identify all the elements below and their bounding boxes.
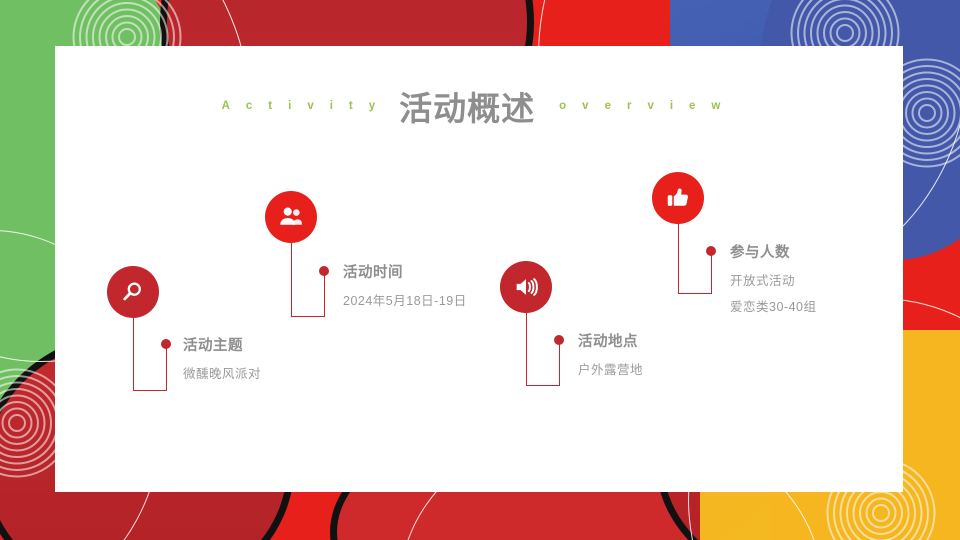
title-latin-right: overview bbox=[559, 100, 737, 112]
connector-bracket-3 bbox=[526, 353, 560, 386]
connector-dot-4 bbox=[706, 246, 716, 256]
info-item-2-heading: 活动时间 bbox=[343, 265, 403, 281]
connector-stem-4 bbox=[678, 224, 679, 260]
title-latin-left: Activity bbox=[221, 100, 392, 112]
connector-bracket-1 bbox=[133, 358, 167, 391]
connector-stem-1 bbox=[133, 318, 134, 358]
info-item-1-line-1: 微醺晚风派对 bbox=[183, 367, 262, 381]
connector-stem-3 bbox=[526, 313, 527, 353]
connector-riser-3 bbox=[559, 340, 560, 385]
connector-riser-2 bbox=[324, 271, 325, 316]
connector-bracket-2 bbox=[291, 281, 325, 317]
connector-stem-2 bbox=[291, 243, 292, 281]
info-item-2-line-1: 2024年5月18日-19日 bbox=[343, 294, 467, 308]
connector-dot-1 bbox=[161, 339, 171, 349]
connector-dot-2 bbox=[319, 266, 329, 276]
title-chinese: 活动概述 bbox=[399, 90, 536, 127]
speaker-icon bbox=[500, 261, 552, 313]
content-card: Activity 活动概述 overview 活动主题 微醺晚风派对 bbox=[55, 46, 903, 492]
info-item-1-heading: 活动主题 bbox=[183, 338, 243, 354]
thumbs-up-icon bbox=[652, 172, 704, 224]
connector-dot-3 bbox=[554, 335, 564, 345]
info-item-3-line-1: 户外露营地 bbox=[578, 363, 644, 377]
connector-riser-1 bbox=[166, 344, 167, 390]
search-icon bbox=[107, 266, 159, 318]
info-item-4-line-1: 开放式活动 bbox=[730, 274, 796, 288]
users-icon bbox=[265, 191, 317, 243]
info-item-3-heading: 活动地点 bbox=[578, 334, 638, 350]
connector-bracket-4 bbox=[678, 260, 712, 294]
page-title: Activity 活动概述 overview bbox=[55, 82, 903, 130]
info-item-4-heading: 参与人数 bbox=[730, 245, 790, 261]
connector-riser-4 bbox=[711, 251, 712, 293]
info-item-4-line-2: 爱恋类30-40组 bbox=[730, 300, 817, 314]
